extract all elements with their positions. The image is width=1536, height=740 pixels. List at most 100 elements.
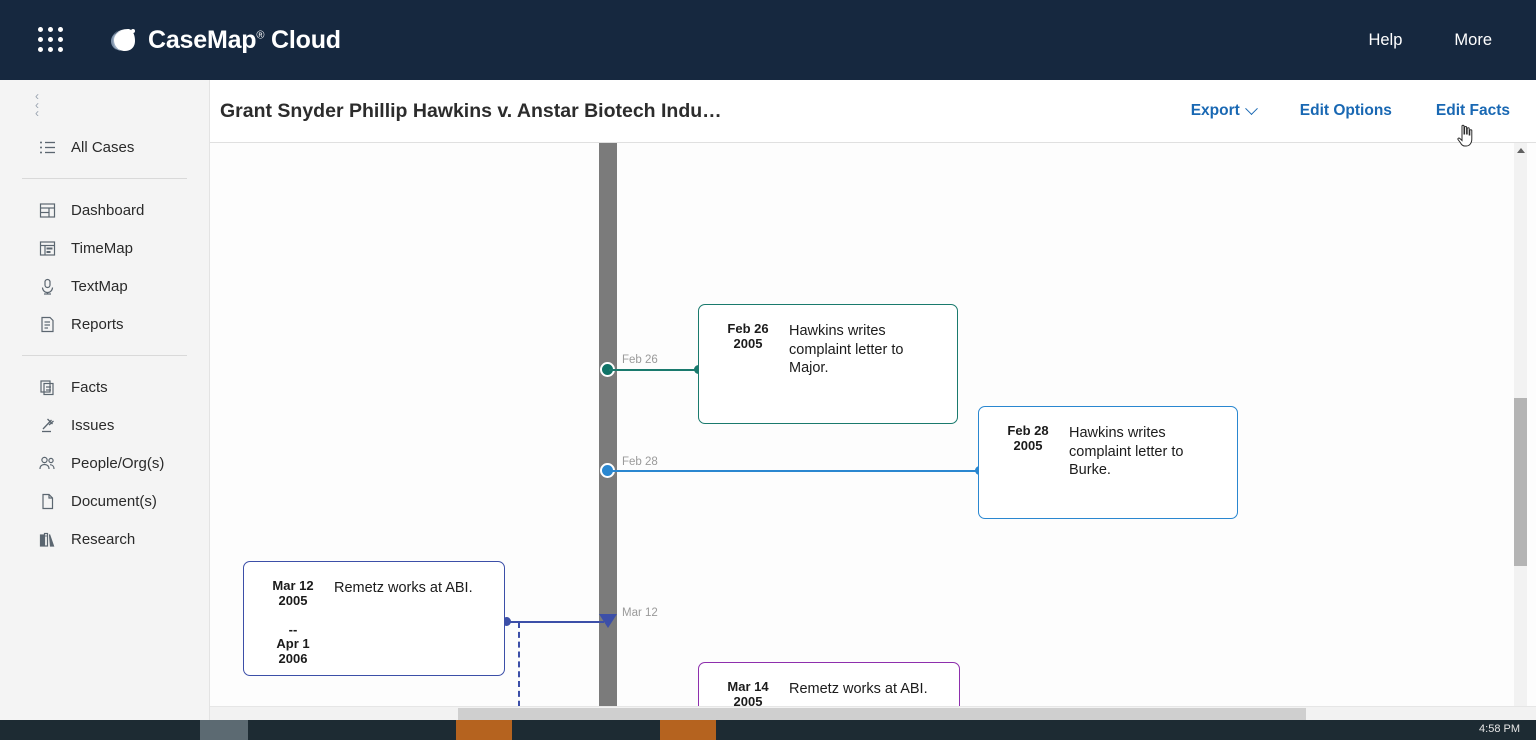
- timeline-connector-mar-12: [506, 621, 604, 623]
- list-icon: [38, 138, 57, 157]
- sidebar-item-timemap[interactable]: TimeMap: [0, 229, 209, 267]
- sidebar: ‹ ‹ ‹ All Cases: [0, 80, 210, 720]
- sidebar-label-facts: Facts: [71, 378, 108, 396]
- timemap-icon: [38, 239, 57, 258]
- fact-card-date-mar-12: Mar 12 2005 -- Apr 1 2006: [266, 578, 320, 666]
- sidebar-label-textmap: TextMap: [71, 277, 128, 295]
- content-header-actions: Export Edit Options Edit Facts: [1190, 101, 1510, 120]
- fact-card-text-mar-14: Remetz works at ABI.: [789, 681, 928, 697]
- sidebar-label-all-cases: All Cases: [71, 138, 135, 156]
- more-link[interactable]: More: [1454, 30, 1492, 49]
- fact-year-end: 2006: [278, 650, 308, 666]
- export-button[interactable]: Export: [1190, 101, 1258, 120]
- sidebar-item-all-cases[interactable]: All Cases: [0, 128, 209, 166]
- sidebar-item-facts[interactable]: Facts: [0, 368, 209, 406]
- content-header: Grant Snyder Phillip Hawkins v. Anstar B…: [210, 80, 1536, 143]
- sidebar-divider-2: [22, 355, 187, 356]
- fact-date-start: Feb 26: [727, 321, 769, 336]
- taskbar-segment-1[interactable]: [200, 720, 248, 740]
- fact-card-date-mar-14: Mar 14 2005 -- Mar 30 2006: [721, 679, 775, 720]
- fact-year-start: 2005: [733, 336, 763, 352]
- fact-card-feb-26[interactable]: Feb 26 2005 Hawkins writes complaint let…: [698, 304, 958, 424]
- casemap-logo-icon: [110, 26, 138, 54]
- fact-date-start: Feb 28: [1007, 423, 1049, 438]
- chevron-left-2: ‹: [35, 97, 39, 112]
- brand-logo: CaseMap® Cloud: [110, 26, 341, 55]
- timeline-connector-dot-mar-12: [502, 617, 511, 626]
- fact-date-start: Mar 14: [727, 679, 769, 694]
- help-link[interactable]: Help: [1368, 30, 1403, 49]
- horizontal-scrollbar[interactable]: [210, 706, 1536, 720]
- app-header-actions: Help More: [1368, 31, 1492, 50]
- horizontal-scroll-thumb[interactable]: [458, 708, 1306, 720]
- fact-card-date-feb-28: Feb 28 2005: [1001, 423, 1055, 504]
- timeline-duration-line-mar-12: [518, 622, 520, 720]
- sidebar-divider-1: [22, 178, 187, 179]
- sidebar-label-people-orgs: People/Org(s): [71, 454, 165, 472]
- fact-range-separator: --: [288, 621, 298, 637]
- timeline-marker-mar-12[interactable]: [599, 614, 617, 628]
- facts-icon: [38, 378, 57, 397]
- chevron-left-3: ‹: [35, 106, 39, 121]
- fact-card-feb-28[interactable]: Feb 28 2005 Hawkins writes complaint let…: [978, 406, 1238, 519]
- sidebar-item-issues[interactable]: Issues: [0, 406, 209, 444]
- research-icon: [38, 530, 57, 549]
- page-title: Grant Snyder Phillip Hawkins v. Anstar B…: [220, 99, 722, 122]
- sidebar-collapse-icon[interactable]: ‹ ‹ ‹: [22, 88, 52, 122]
- app-header: CaseMap® Cloud Help More: [0, 0, 1536, 80]
- apps-grid-icon[interactable]: [38, 27, 64, 53]
- gavel-icon: [38, 416, 57, 435]
- sidebar-label-dashboard: Dashboard: [71, 201, 145, 219]
- fact-year-start: 2005: [278, 593, 308, 609]
- vertical-scrollbar[interactable]: [1514, 143, 1527, 720]
- timeline-tick-feb-26: Feb 26: [622, 354, 658, 366]
- timeline-axis: [599, 143, 617, 720]
- sidebar-item-textmap[interactable]: TextMap: [0, 267, 209, 305]
- people-icon: [38, 454, 57, 473]
- document-icon: [38, 492, 57, 511]
- timeline-connector-feb-28: [609, 470, 981, 472]
- timeline-tick-mar-12: Mar 12: [622, 607, 658, 619]
- brand-name: CaseMap: [148, 25, 257, 54]
- vertical-scroll-thumb[interactable]: [1514, 398, 1527, 566]
- export-label: Export: [1190, 102, 1240, 119]
- sidebar-item-reports[interactable]: Reports: [0, 305, 209, 343]
- fact-date-start: Mar 12: [272, 578, 314, 593]
- timeline-connector-feb-26: [609, 369, 699, 371]
- sidebar-label-reports: Reports: [71, 315, 124, 333]
- textmap-icon: [38, 277, 57, 296]
- fact-card-text-feb-28: Hawkins writes complaint letter to Burke…: [1069, 425, 1184, 479]
- fact-card-text-mar-12: Remetz works at ABI.: [334, 580, 473, 596]
- fact-year-start: 2005: [1013, 438, 1043, 454]
- sidebar-item-research[interactable]: Research: [0, 520, 209, 558]
- chevron-down-icon: [1244, 101, 1258, 115]
- sidebar-label-timemap: TimeMap: [71, 239, 133, 257]
- brand-suffix: Cloud: [271, 25, 341, 54]
- sidebar-item-dashboard[interactable]: Dashboard: [0, 191, 209, 229]
- edit-facts-button[interactable]: Edit Facts: [1435, 102, 1510, 119]
- sidebar-label-issues: Issues: [71, 416, 115, 434]
- chevron-left-1: ‹: [35, 89, 39, 104]
- fact-card-mar-14[interactable]: Mar 14 2005 -- Mar 30 2006 Remetz works …: [698, 662, 960, 720]
- sidebar-item-documents[interactable]: Document(s): [0, 482, 209, 520]
- fact-card-mar-12[interactable]: Mar 12 2005 -- Apr 1 2006 Remetz works a…: [243, 561, 505, 676]
- fact-card-date-feb-26: Feb 26 2005: [721, 321, 775, 409]
- sidebar-group-cases: All Cases: [0, 128, 209, 166]
- sidebar-label-documents: Document(s): [71, 492, 157, 510]
- brand-registered-mark: ®: [256, 29, 265, 42]
- fact-date-end: Apr 1: [276, 635, 310, 651]
- edit-options-button[interactable]: Edit Options: [1299, 102, 1392, 119]
- taskbar-segment-3[interactable]: [660, 720, 716, 740]
- brand-title: CaseMap® Cloud: [148, 26, 341, 55]
- timeline-tick-feb-28: Feb 28: [622, 456, 658, 468]
- sidebar-group-modules: Dashboard TimeMap: [0, 191, 209, 343]
- sidebar-item-people-orgs[interactable]: People/Org(s): [0, 444, 209, 482]
- taskbar-segment-2[interactable]: [456, 720, 512, 740]
- sidebar-label-research: Research: [71, 530, 136, 548]
- timeline-canvas[interactable]: Feb 26 Feb 26 2005 Hawkins writes compla…: [210, 143, 1536, 720]
- main-content: Grant Snyder Phillip Hawkins v. Anstar B…: [210, 80, 1536, 720]
- sidebar-group-data: Facts Issues Peo: [0, 368, 209, 558]
- dashboard-icon: [38, 201, 57, 220]
- scroll-up-arrow-icon[interactable]: [1514, 143, 1527, 157]
- fact-card-text-feb-26: Hawkins writes complaint letter to Major…: [789, 323, 904, 377]
